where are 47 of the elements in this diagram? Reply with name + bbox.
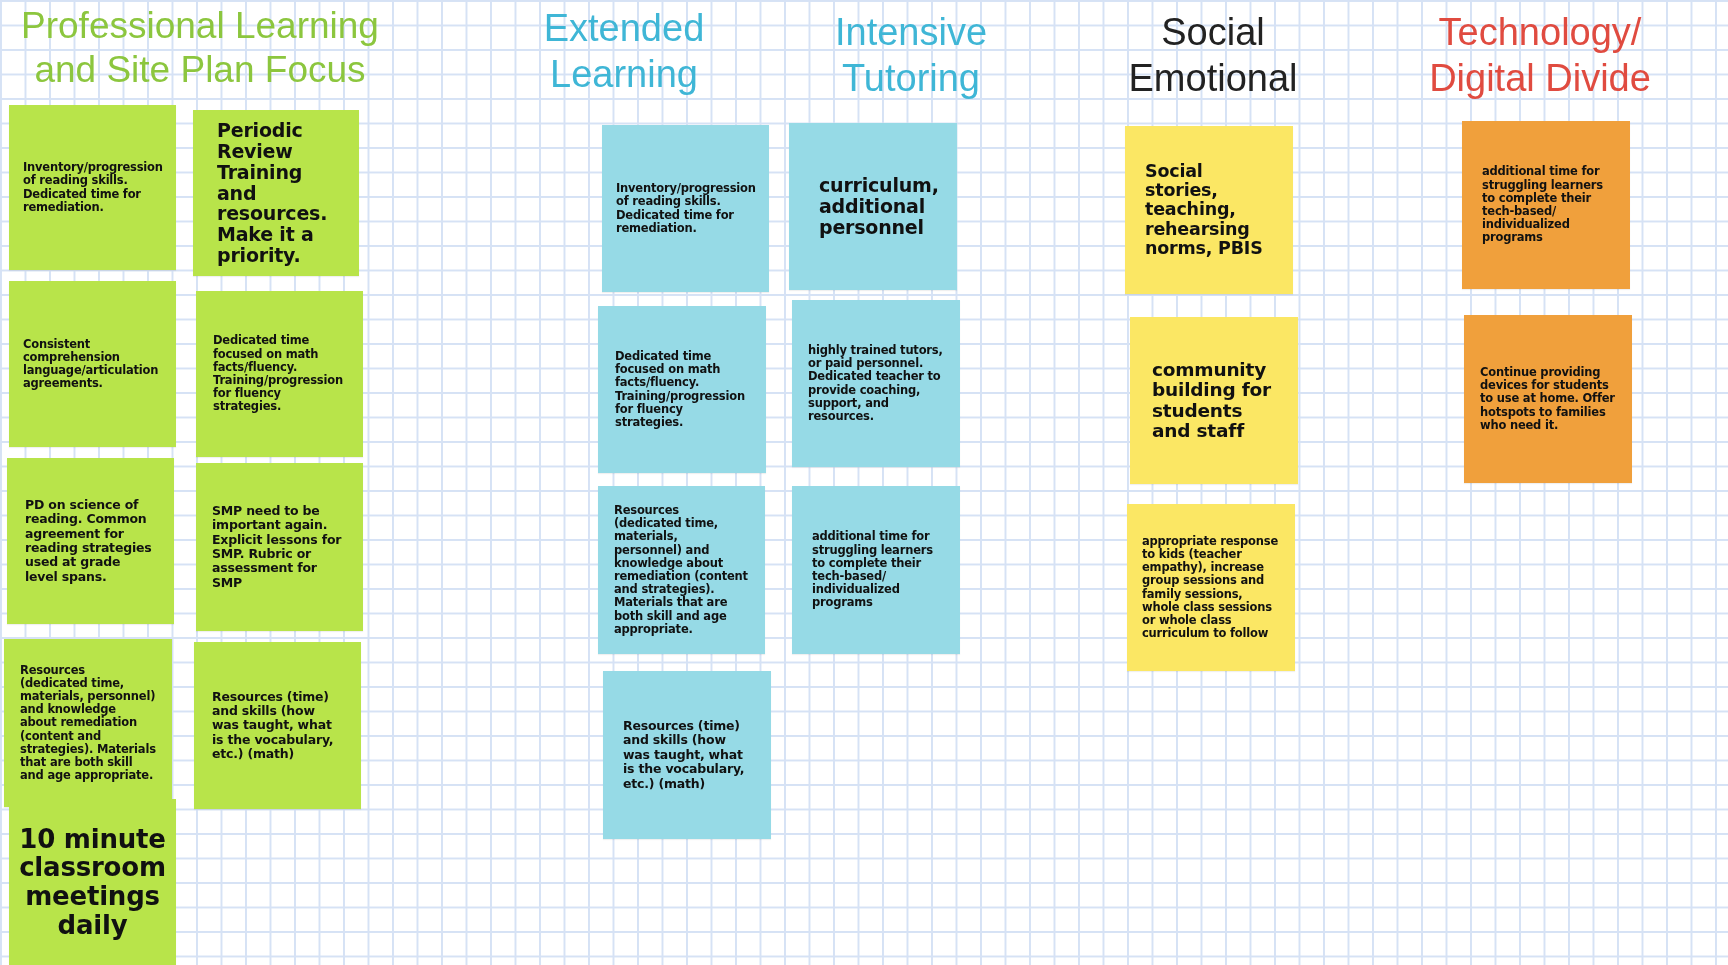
sticky-note — [9, 799, 176, 965]
note-text: appropriate response to kids (teacher empathy), increase group sessions and family sessions, whole class sessions or whole class curriculum to follow — [1142, 534, 1279, 641]
sticky-note — [4, 639, 172, 807]
sticky-note — [792, 486, 960, 654]
note-text: additional time for struggling learners to complete their tech-based/ individualized programs — [1482, 165, 1604, 245]
sticky-note — [1125, 126, 1293, 294]
note-text: PD on science of reading. Common agreement for reading strategies used at grade level spans. — [25, 497, 153, 585]
sticky-note — [9, 281, 176, 447]
sticky-note — [603, 671, 771, 839]
note-text: 10 minute classroom meetings daily — [18, 824, 167, 940]
note-text: Periodic Review Training and resources. Make it a priority. — [217, 119, 329, 267]
sticky-note — [789, 123, 957, 290]
note-text: Inventory/progression of reading skills. Dedicated time for remediation. — [616, 182, 756, 235]
sticky-note — [598, 306, 766, 473]
note-text: Consistent comprehension language/articulation agreements. — [23, 337, 160, 391]
note-text: Continue providing devices for students to use at home. Offer hotspots to families who need it. — [1480, 365, 1616, 433]
note-text: Resources (dedicated time, materials, personnel) and knowledge about remediation (content and strategies). Materials that are both skill and age appropriate. — [20, 663, 156, 783]
sticky-note — [9, 105, 176, 270]
sticky-note — [7, 458, 174, 624]
sticky-note — [1130, 317, 1298, 484]
sticky-note — [193, 110, 359, 276]
column-heading: Technology/ Digital Divide — [1428, 10, 1652, 101]
note-text: Resources (dedicated time, materials, personnel) and knowledge about remediation (content and strategies). Materials that are both skill and age appropriate. — [614, 503, 749, 637]
sticky-note — [196, 463, 363, 631]
note-text: Resources (time) and skills (how was taught, what is the vocabulary, etc.) (math) — [623, 719, 746, 791]
note-text: Dedicated time focused on math facts/fluency. Training/progression for fluency strategies. — [213, 334, 344, 414]
sticky-note — [1464, 315, 1632, 483]
note-text: SMP need to be important again. Explicit lessons for SMP. Rubric or assessment for SMP — [212, 503, 343, 591]
column-heading: Intensive Tutoring — [833, 10, 989, 101]
note-text: Inventory/progression of reading skills. Dedicated time for remediation. — [23, 161, 163, 214]
note-text: Social stories, teaching, rehearsing norms, PBIS — [1145, 161, 1264, 259]
sticky-note — [602, 125, 769, 292]
note-text: community building for students and staff — [1152, 359, 1272, 442]
sticky-note — [792, 300, 960, 467]
note-text: Resources (time) and skills (how was taught, what is the vocabulary, etc.) (math) — [212, 689, 335, 762]
sticky-note — [196, 291, 363, 457]
sticky-note — [1127, 504, 1295, 671]
note-text: curriculum, additional personnel — [819, 175, 939, 238]
column-heading: Extended Learning — [542, 6, 706, 97]
column-heading: Social Emotional — [1127, 10, 1299, 101]
column-heading: Professional Learning and Site Plan Focus — [20, 4, 380, 93]
note-text: highly trained tutors, or paid personnel. Dedicated teacher to provide coaching, support, and resources. — [808, 343, 944, 424]
note-text: additional time for struggling learners to complete their tech-based/ individualized programs — [812, 530, 934, 610]
sticky-note — [1462, 121, 1630, 289]
sticky-note — [598, 486, 765, 654]
sticky-note — [194, 642, 361, 809]
note-text: Dedicated time focused on math facts/fluency. Training/progression for fluency strategies. — [615, 349, 746, 430]
